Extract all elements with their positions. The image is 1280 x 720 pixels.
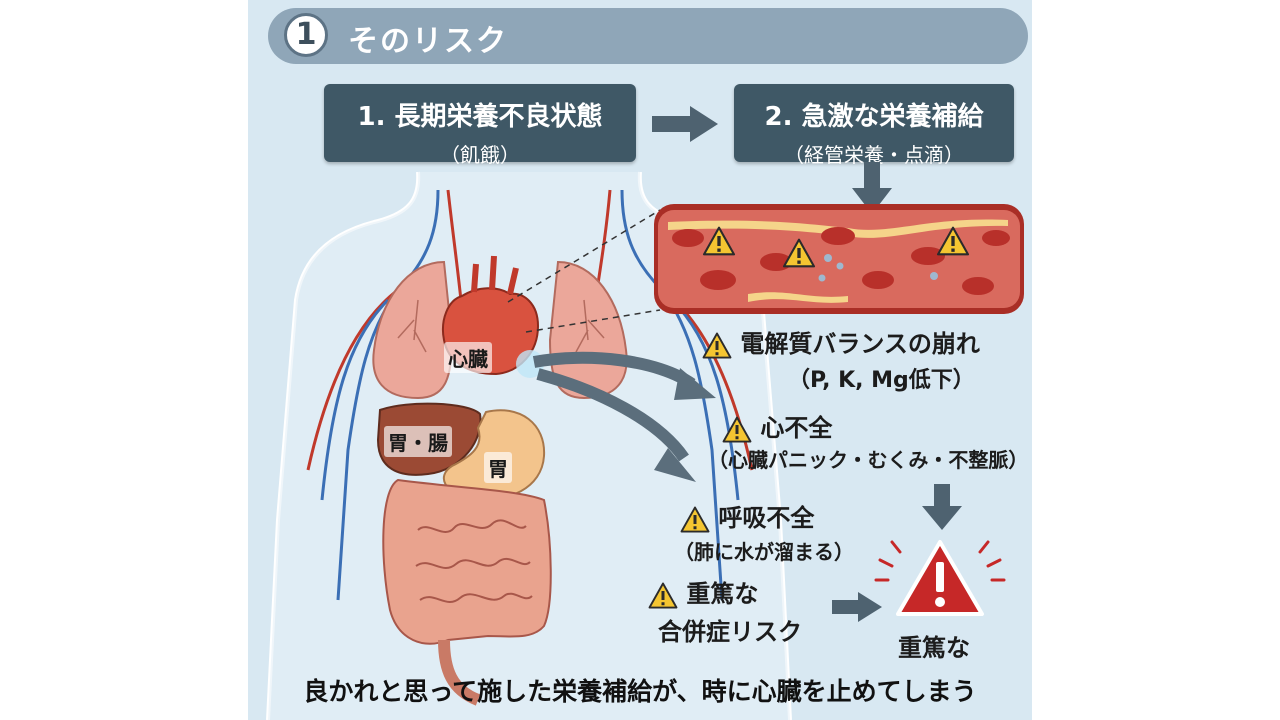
arrow-complication-to-severe [832,592,882,622]
liver-label: 胃・腸 [384,426,452,457]
blood-vessel-section [654,204,1024,314]
anatomy-diagram [266,106,1024,720]
warning-icon [680,506,710,533]
danger-warning-icon [874,540,1006,616]
heart-failure-risk: 心不全 [722,408,832,443]
left-lung [372,260,454,400]
complication-risk: 重篤な [648,574,758,609]
respiratory-failure-risk: 呼吸不全 [680,498,814,533]
respiratory-failure-risk-label: 呼吸不全 [718,504,815,532]
warning-icon [648,582,678,609]
stomach-label: 胃 [484,452,512,483]
heart-failure-risk-detail: （心臓パニック・むくみ・不整脈） [708,448,1029,472]
step-1-label: 1. 長期栄養不良状態 [357,102,603,132]
warning-icon [702,332,732,359]
arrow-to-heart-failure [532,351,716,400]
step-1-sublabel: （飢餓） [440,143,520,167]
section-header [268,8,1028,64]
arrow-to-respiratory-failure [536,368,696,482]
arrow-step1-to-step2 [652,106,718,142]
electrolyte-risk-detail: （P, K, Mg低下） [788,368,975,393]
electrolyte-risk: 電解質バランスの崩れ [702,324,980,359]
diagram-panel: 1 そのリスク 1. 長期栄養不良状態 （飢餓） 2. 急激な栄養補給 （経管栄… [248,0,1032,720]
step-1-box: 1. 長期栄養不良状態 （飢餓） [324,84,636,167]
severe-label: 重篤な [898,634,970,662]
electrolyte-risk-label: 電解質バランスの崩れ [740,330,980,358]
arrow-to-severe [922,484,962,530]
arrow-step2-to-vessel [852,162,892,214]
complication-risk-line1: 重篤な [686,580,759,608]
bottom-caption: 良かれと思って施した栄養補給が、時に心臓を止めてしまう [303,677,977,706]
section-title: そのリスク [348,24,508,59]
complication-risk-line2: 合併症リスク [658,618,802,646]
intestines [382,478,552,645]
section-number-badge: 1 [284,13,328,57]
step-2-label: 2. 急激な栄養補給 [764,102,984,132]
heart-failure-risk-label: 心不全 [760,414,833,442]
heart-label: 心臓 [444,342,492,373]
respiratory-failure-risk-detail: （肺に水が溜まる） [674,540,854,564]
warning-icon [722,416,752,443]
